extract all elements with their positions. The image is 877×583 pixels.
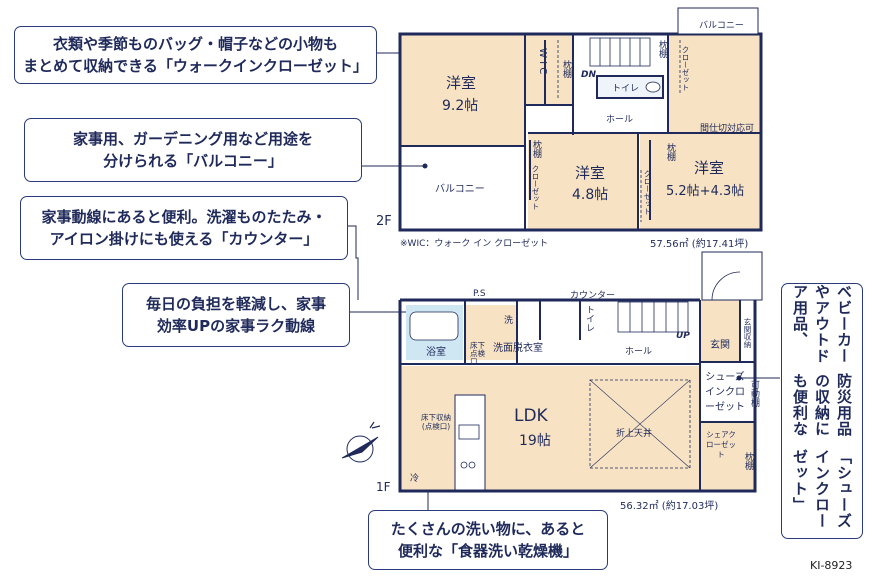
callout-shoes-line1: ベビーカーやアウトドア用品、 <box>791 284 853 364</box>
stairs-up-label: UP <box>676 331 690 341</box>
callout-counter: 家事動線にあると便利。洗濯ものたたみ・ アイロン掛けにも使える「カウンター」 <box>20 196 348 260</box>
callout-housework: 毎日の負担を軽減し、家事 効率UPの家事ラク動線 <box>122 283 350 347</box>
callout-wic-line2: まとめて収納できる「ウォークインクローゼット」 <box>23 57 368 75</box>
closet-2f-right-label: クローゼット <box>681 46 690 91</box>
room-youshitsu-9-2-size: 9.2帖 <box>442 98 479 114</box>
north-arrow <box>341 421 381 463</box>
fridge-label: 冷 <box>410 474 420 484</box>
shelf-label-wic: 枕棚 <box>561 60 571 78</box>
washroom-label: 洗面脱衣室 <box>493 343 543 354</box>
share-closet-label: シェアクローゼット <box>706 430 736 459</box>
callout-counter-line1: 家事動線にあると便利。洗濯ものたたみ・ <box>41 208 327 226</box>
callout-shoes-line3: 「シューズインクローゼット」 <box>791 449 853 530</box>
callout-shoes-line2: 防災用品の収納にも便利な <box>791 372 853 437</box>
floor2-note: ※WIC：ウォーク イン クローゼット <box>400 239 549 249</box>
callout-balcony-line1: 家事用、ガーデニング用など用途を <box>72 130 313 148</box>
callout-dishwasher: たくさんの洗い物に、あると 便利な「食器洗い乾燥機」 <box>368 510 608 570</box>
shoes-closet-label: シューズインクローゼット <box>705 372 745 413</box>
bath-label: 浴室 <box>426 347 446 358</box>
shelf-label-4-8: 枕棚 <box>531 140 541 158</box>
callout-wic: 衣類や季節ものバッグ・帽子などの小物も まとめて収納できる「ウォークインクローゼ… <box>14 26 377 84</box>
room-youshitsu-4-8-name: 洋室 <box>575 164 606 182</box>
callout-wic-line1: 衣類や季節ものバッグ・帽子などの小物も <box>52 35 338 53</box>
callout-dishwasher-line1: たくさんの洗い物に、あると <box>390 520 586 538</box>
floor2-area: 57.56㎡ (約17.41坪) <box>650 239 749 250</box>
underfloor-label: 床下点検口 <box>470 341 485 366</box>
closet-5-2-label: クローゼット <box>643 170 652 215</box>
room-youshitsu-4-8-size: 4.8帖 <box>572 187 609 203</box>
hall-2f-label: ホール <box>606 115 634 125</box>
hall-1f-label: ホール <box>625 347 653 357</box>
floor2-plan <box>398 7 763 232</box>
callout-shoes: ベビーカーやアウトドア用品、 防災用品の収納にも便利な 「シューズインクローゼッ… <box>781 283 863 539</box>
room-youshitsu-9-2-name: 洋室 <box>446 74 477 92</box>
genkan-label: 玄関 <box>710 340 730 351</box>
genkan-storage-label: 玄関収納 <box>743 318 752 348</box>
shelf-label-5-2: 枕棚 <box>665 143 675 161</box>
floor1-plan <box>398 251 763 493</box>
movable-shelf-label: 可動棚 <box>749 380 759 407</box>
toilet-1f-label: トイレ <box>584 305 594 332</box>
balcony-top-label: バルコニー <box>699 21 744 31</box>
ldk-name: LDK <box>514 406 548 426</box>
room-youshitsu-5-2-size: 5.2帖+4.3帖 <box>666 184 745 199</box>
underfloor-storage-label: 床下収納(点検口) <box>421 413 451 431</box>
callout-balcony: 家事用、ガーデニング用など用途を 分けられる「バルコニー」 <box>24 118 362 182</box>
balcony-left-label: バルコニー <box>435 184 485 195</box>
shelf-label-2f-right: 枕棚 <box>657 40 667 58</box>
callout-balcony-line2: 分けられる「バルコニー」 <box>103 152 283 170</box>
counter-label: カウンター <box>570 291 616 301</box>
toilet-2f-label: トイレ <box>612 84 640 94</box>
shelf-label-1f: 枕棚 <box>743 452 753 470</box>
callout-housework-line2: 効率UPの家事ラク動線 <box>156 317 316 335</box>
callout-housework-line1: 毎日の負担を軽減し、家事 <box>145 295 326 313</box>
ps-label: P.S <box>473 289 486 299</box>
closet-4-8-label: クローゼット <box>531 165 540 210</box>
callout-dishwasher-line2: 便利な「食器洗い乾燥機」 <box>397 542 578 560</box>
floor2-label: 2F <box>376 214 392 229</box>
property-code: KI-8923 <box>810 559 853 572</box>
fukiage-label: 折上天井 <box>616 429 653 439</box>
ldk-size: 19帖 <box>519 433 551 449</box>
stairs-dn-label: DN <box>581 70 597 80</box>
floor1-area: 56.32㎡ (約17.03坪) <box>620 501 719 512</box>
partition-label: 間仕切対応可 <box>700 124 755 134</box>
wash-label: 洗 <box>504 316 514 326</box>
callout-counter-line2: アイロン掛けにも使える「カウンター」 <box>49 230 319 248</box>
floor1-label: 1F <box>376 480 391 494</box>
room-youshitsu-5-2-name: 洋室 <box>694 159 725 177</box>
room-wic: W I C <box>537 48 548 75</box>
